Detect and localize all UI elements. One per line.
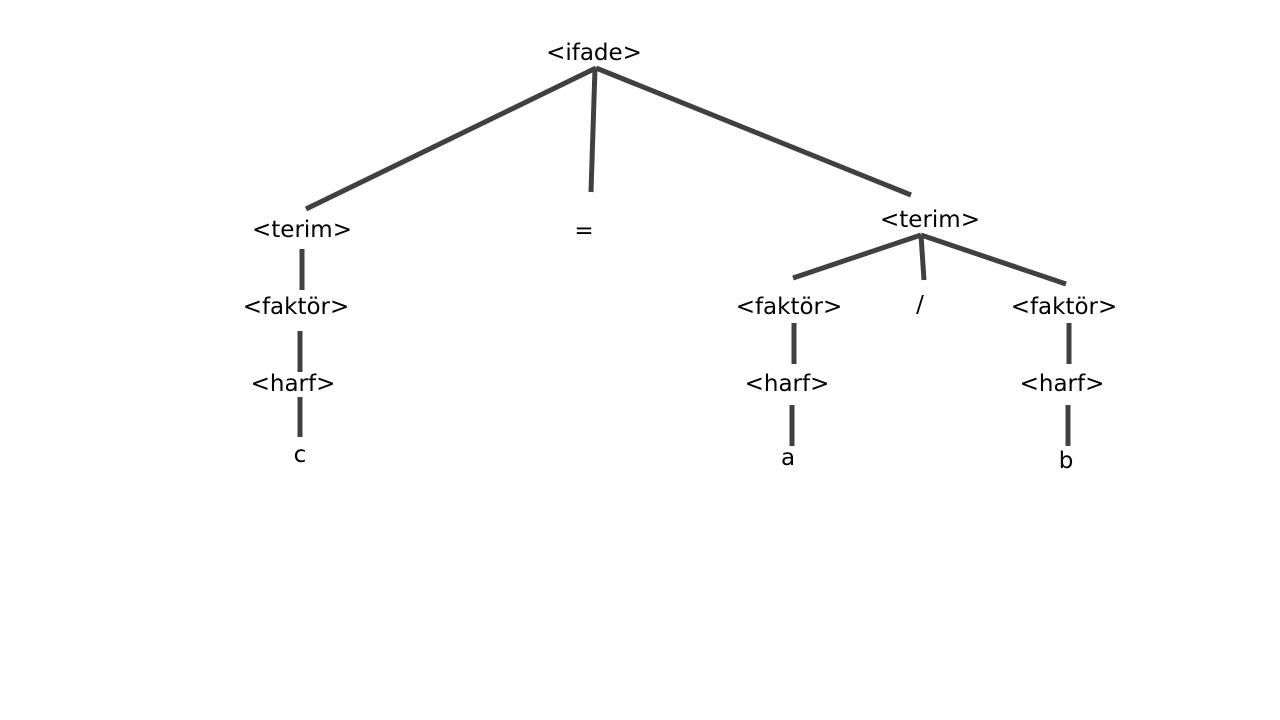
node-ifade: <ifade>: [546, 40, 642, 66]
node-harf-mid: <harf>: [745, 371, 830, 397]
edge-terim-right-to-slash: [918, 234, 927, 281]
node-equals: =: [574, 218, 593, 244]
edge-terim-right-to-faktor-mid: [792, 232, 922, 281]
edge-ifade-to-terim-right: [595, 65, 912, 198]
node-faktor-right: <faktör>: [1011, 294, 1118, 320]
edge-terim-right-to-faktor-right: [920, 232, 1067, 287]
node-terim-left: <terim>: [252, 217, 352, 243]
node-harf-left: <harf>: [251, 371, 336, 397]
node-leaf-c: c: [294, 442, 307, 468]
node-faktor-left: <faktör>: [243, 294, 350, 320]
node-slash: /: [916, 292, 924, 318]
node-faktor-mid: <faktör>: [736, 294, 843, 320]
node-leaf-b: b: [1059, 448, 1074, 474]
edges-layer: [297, 65, 1072, 446]
node-terim-right: <terim>: [880, 207, 980, 233]
edge-ifade-to-equals: [588, 67, 598, 193]
node-harf-right: <harf>: [1020, 371, 1105, 397]
node-leaf-a: a: [781, 445, 795, 471]
edge-ifade-to-terim-left: [304, 65, 598, 212]
nodes-layer: <ifade> <terim> = <terim> <faktör> <harf…: [243, 40, 1118, 474]
